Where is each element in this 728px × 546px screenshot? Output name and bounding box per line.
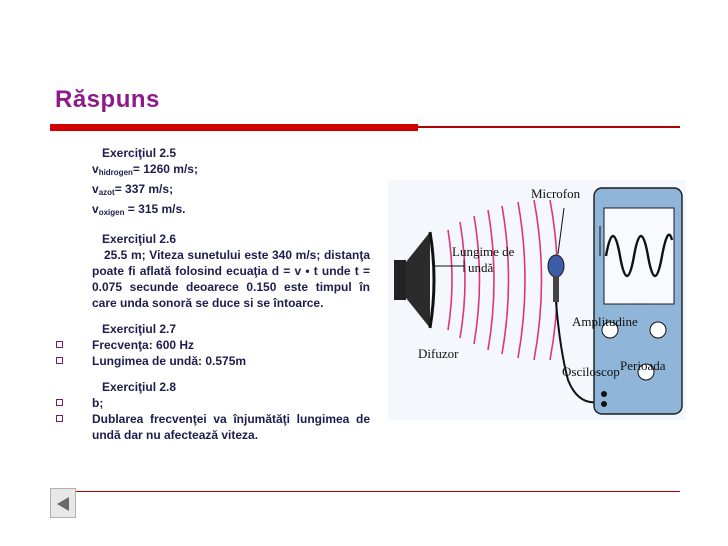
footer-rule <box>50 491 680 492</box>
wavelength-marker <box>433 260 465 272</box>
microphone-icon <box>547 207 599 404</box>
title-underline-thin <box>418 126 680 128</box>
microphone-label: Microfon <box>531 186 581 201</box>
exercise-2-6-heading: Exerciţiul 2.6 <box>102 232 177 246</box>
answer-content: Exerciţiul 2.5 vhidrogen= 1260 m/s; vazo… <box>54 145 370 443</box>
hidrogen-line: vhidrogen= 1260 m/s; <box>92 162 198 177</box>
list-item: Dublarea frecvenţei va înjumătăţi lungim… <box>54 411 370 443</box>
oscilloscope <box>593 187 683 415</box>
list-item: b; <box>54 395 370 411</box>
title-underline-thick <box>50 124 418 131</box>
wavelength-label-2: undă <box>468 260 494 275</box>
bullet-icon <box>54 411 92 443</box>
list-item: Frecvenţa: 600 Hz <box>54 337 370 353</box>
bullet-icon <box>54 353 92 369</box>
period-label: Perioada <box>620 358 666 373</box>
exercise-2-6-text: 25.5 m; Viteza sunetului este 340 m/s; d… <box>92 248 370 310</box>
speaker-icon <box>394 231 436 329</box>
speaker-label: Difuzor <box>418 346 459 361</box>
oxigen-line: voxigen = 315 m/s. <box>92 202 186 217</box>
azot-line: vazot= 337 m/s; <box>92 182 174 197</box>
exercise-2-8-heading: Exerciţiul 2.8 <box>102 380 177 394</box>
oscilloscope-label: Osciloscop <box>562 364 620 379</box>
amplitude-label: Amplitudine <box>572 314 638 329</box>
slide-title: Răspuns <box>55 86 160 113</box>
wavelength-label-1: Lungime de <box>452 244 515 259</box>
sound-wave-figure: Lungime de undă Microfon Amplitudine Dif… <box>388 180 686 420</box>
exercise-2-7-heading: Exerciţiul 2.7 <box>102 322 177 336</box>
list-item: Lungimea de undă: 0.575m <box>54 353 370 369</box>
bullet-icon <box>54 337 92 353</box>
exercise-2-5-heading: Exerciţiul 2.5 <box>102 146 177 160</box>
back-button[interactable] <box>50 488 76 518</box>
bullet-icon <box>54 395 92 411</box>
